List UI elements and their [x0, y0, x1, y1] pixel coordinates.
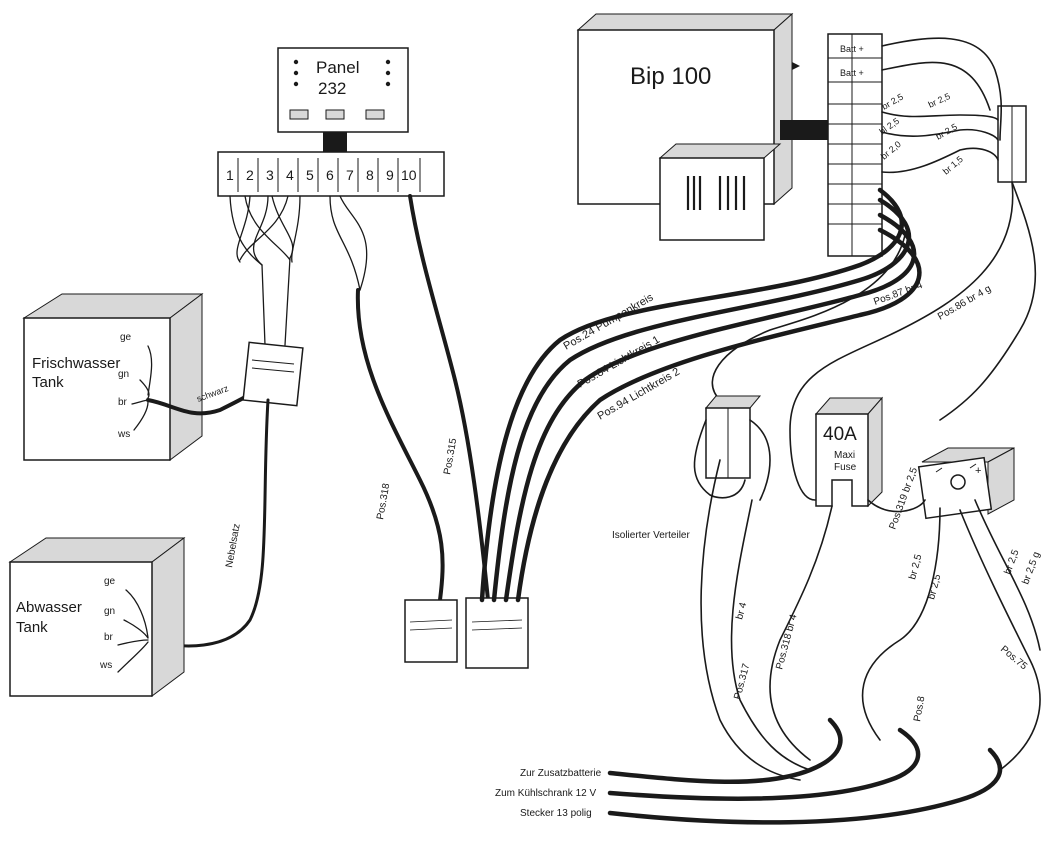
panel-number: 232	[318, 79, 346, 98]
terminal-3: 3	[266, 167, 274, 183]
tank-sensor-wires	[229, 195, 301, 346]
battery-switch: +	[917, 447, 1015, 520]
label-br25d: br 2,5	[1002, 548, 1021, 576]
output-zusatzbatterie: Zur Zusatzbatterie	[520, 768, 602, 779]
bip-side-connector	[997, 105, 1027, 183]
fresh-br: br	[118, 397, 128, 408]
waste-br: br	[104, 632, 114, 643]
maxi-fuse: 40A Maxi Fuse	[814, 396, 884, 508]
waste-ws: ws	[99, 660, 112, 671]
label-pos318b: Pos.318 br 4	[774, 613, 799, 671]
isolated-distributor	[693, 395, 771, 501]
terminal-numbers: 1 2 3 4 5 6 7 8 9 10	[226, 167, 417, 183]
terminal-block: 1 2 3 4 5 6 7 8 9 10	[217, 151, 445, 197]
label-br25f: br 2,5 g	[1020, 550, 1042, 586]
pos318-wires	[329, 195, 445, 602]
connector-pos315	[465, 597, 529, 669]
waste-water-tank: Abwasser Tank ge gn br ws	[8, 537, 186, 697]
fresh-ge: ge	[120, 332, 132, 343]
output-stecker: Stecker 13 polig	[520, 808, 592, 819]
fuse-rating: 40A	[823, 424, 857, 445]
fresh-tank-label-2: Tank	[32, 374, 64, 391]
label-isolierter-verteiler: Isolierter Verteiler	[612, 530, 690, 541]
terminal-1: 1	[226, 167, 234, 183]
bip-100-unit: Bip 100	[576, 12, 828, 241]
batt-plus-1: Batt +	[840, 44, 864, 54]
output-kuehlschrank: Zum Kühlschrank 12 V	[495, 788, 596, 799]
fresh-water-tank: Frischwasser Tank ge gn br ws	[22, 293, 204, 461]
fresh-ws: ws	[117, 429, 130, 440]
terminal-7: 7	[346, 167, 354, 183]
terminal-8: 8	[366, 167, 374, 183]
label-br25c: br 2,5	[934, 122, 959, 142]
waste-tank-label-2: Tank	[16, 619, 48, 636]
fresh-gn: gn	[118, 369, 129, 380]
bip-upper-wires	[881, 37, 1037, 421]
bip-terminal-strip: Batt + Batt +	[827, 33, 883, 257]
terminal-6: 6	[326, 167, 334, 183]
bip-label: Bip 100	[630, 63, 711, 90]
waste-ge: ge	[104, 576, 116, 587]
terminal-10: 10	[401, 167, 417, 183]
terminal-5: 5	[306, 167, 314, 183]
label-br25e: br 2,5	[907, 553, 924, 581]
label-nebelsatz: Nebelsatz	[224, 523, 243, 569]
label-pos315: Pos.315	[442, 437, 459, 475]
tank-connector	[242, 341, 304, 407]
waste-gn: gn	[104, 606, 115, 617]
terminal-4: 4	[286, 167, 294, 183]
waste-tank-cable	[148, 398, 270, 648]
bottom-output-cables	[607, 717, 1003, 825]
pos87-pos86-wires	[711, 181, 1014, 501]
svg-text:+: +	[975, 465, 981, 477]
label-br25b: br 2,5	[927, 91, 952, 110]
label-pos318a: Pos.318	[375, 482, 392, 520]
batt-plus-2: Batt +	[840, 68, 864, 78]
fuse-label-1: Maxi	[834, 450, 855, 461]
lower-right-wires	[700, 459, 1041, 781]
terminal-2: 2	[246, 167, 254, 183]
panel-232: Panel 232	[277, 47, 409, 152]
pos315-wire	[408, 194, 490, 602]
label-br25a: br 2,5	[880, 92, 905, 112]
main-harness	[479, 187, 922, 603]
fresh-tank-label-1: Frischwasser	[32, 355, 120, 372]
panel-title: Panel	[316, 58, 359, 77]
waste-tank-label-1: Abwasser	[16, 599, 82, 616]
label-br25extra: br 2,5	[926, 573, 943, 601]
label-pos8: Pos.8	[912, 695, 927, 723]
fuse-label-2: Fuse	[834, 462, 857, 473]
connector-pos318	[404, 599, 458, 663]
label-br4a: br 4	[734, 601, 749, 621]
terminal-9: 9	[386, 167, 394, 183]
label-pos319: Pos.319 br 2,5	[887, 466, 920, 531]
